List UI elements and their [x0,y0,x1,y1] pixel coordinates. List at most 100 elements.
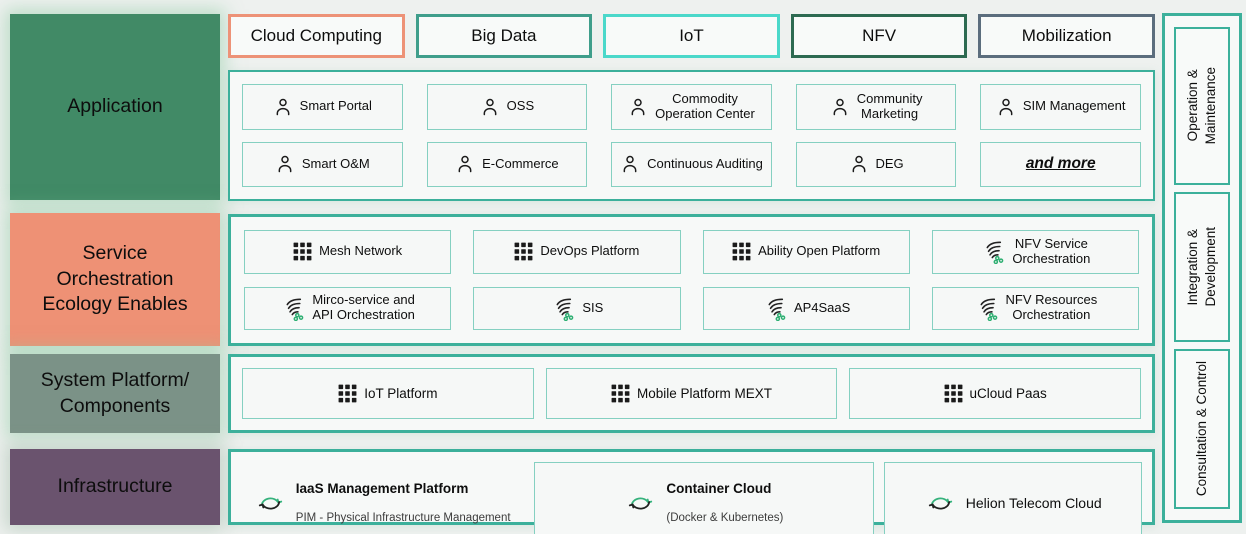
svc-item-ability-open-platform: Ability Open Platform [702,230,910,274]
app-item-oss: OSS [426,84,588,130]
flow-icon [974,296,999,321]
sys-item-mobile-platform-mext: Mobile Platform MEXT [545,368,838,419]
service-orchestration-container: Mesh Network DevOps Platform Ability Ope… [228,214,1155,346]
infra-item-title: Container Cloud [666,480,772,496]
app-item-and-more: and more [980,141,1141,187]
app-item-e-commerce: E-Commerce [426,141,588,187]
application-container: Smart Portal OSS Commodity Operation Cen… [228,70,1155,201]
app-item-label: Community Marketing [856,90,923,121]
person-icon [849,154,869,174]
sys-item-label: Mobile Platform MEXT [636,385,773,401]
sys-item-label: uCloud Paas [969,385,1047,401]
svc-item-microservice-api-orchestration: Mirco-service and API Orchestration [244,286,452,330]
svc-item-nfv-resources-orchestration: NFV Resources Orchestration [931,286,1139,330]
sidebar-item-label: Integration & Development [1184,227,1218,307]
infra-item-title: Helion Telecom Cloud [965,494,1102,511]
svc-item-label: SIS [582,299,604,315]
sys-item-ucloud-paas: uCloud Paas [849,368,1141,419]
app-item-label: OSS [506,98,535,114]
app-item-continuous-auditing: Continuous Auditing [611,141,772,187]
svc-item-sis: SIS [473,286,681,330]
flow-icon [280,296,305,321]
left-block-infrastructure: Infrastructure [10,449,220,525]
sidebar-item-label: Consultation & Control [1193,361,1209,497]
grid-icon [338,384,357,403]
app-item-label: Smart O&M [301,155,370,171]
infra-item-helion-telecom-cloud: Helion Telecom Cloud [884,462,1142,534]
chip-label: NFV [862,26,897,45]
chip-mobilization: Mobilization [978,14,1155,58]
chip-label: Mobilization [1021,26,1112,45]
person-icon [628,97,648,117]
person-icon [480,97,500,117]
svc-item-label: Mirco-service and API Orchestration [312,292,415,323]
person-icon [996,97,1016,117]
person-icon [830,97,850,117]
cloud-sync-icon [925,492,956,515]
app-item-deg: DEG [795,141,957,187]
svc-item-label: NFV Service Orchestration [1012,235,1091,266]
left-block-application: Application [10,14,220,200]
svc-item-label: DevOps Platform [540,243,640,259]
lifecycle-sidebar: Operation & Maintenance Integration & De… [1162,13,1242,523]
app-item-label: E-Commerce [482,155,559,171]
person-icon [273,97,293,117]
flow-icon [980,239,1005,264]
app-item-label: Commodity Operation Center [655,90,755,121]
svc-item-label: Mesh Network [319,243,403,259]
sidebar-item-label: Operation & Maintenance [1184,67,1218,145]
infra-item-container-cloud: Container Cloud (Docker & Kubernetes) [534,462,875,534]
chip-label: Cloud Computing [250,26,382,45]
grid-icon [944,384,963,403]
left-block-system-platform: System Platform/ Components [10,354,220,433]
person-icon [275,154,295,174]
app-item-smart-portal: Smart Portal [242,84,403,130]
chip-label: Big Data [471,26,537,45]
grid-icon [514,242,533,261]
svc-item-label: AP4SaaS [793,299,851,315]
infra-item-subtitle: PIM - Physical Infrastructure Management [295,512,511,525]
sidebar-item-integration-development: Integration & Development [1174,192,1230,342]
chip-cloud-computing: Cloud Computing [228,14,405,58]
app-item-commodity-operation-center: Commodity Operation Center [611,84,772,130]
chip-nfv: NFV [790,14,968,58]
app-item-label: and more [1025,155,1096,173]
svc-item-ap4saas: AP4SaaS [702,286,910,330]
grid-icon [293,242,312,261]
chip-label: IoT [679,26,704,45]
person-icon [455,154,475,174]
left-block-service-orchestration: Service Orchestration Ecology Enables [10,213,220,346]
app-item-label: SIM Management [1022,98,1126,114]
svc-item-devops-platform: DevOps Platform [473,230,681,274]
sidebar-item-operation-maintenance: Operation & Maintenance [1174,27,1230,185]
sys-item-label: IoT Platform [364,385,438,401]
grid-icon [732,242,751,261]
svc-item-label: NFV Resources Orchestration [1005,292,1098,323]
svc-item-mesh-network: Mesh Network [244,230,452,274]
svc-item-label: Ability Open Platform [758,243,881,259]
svc-item-nfv-service-orchestration: NFV Service Orchestration [931,230,1139,274]
app-item-sim-management: SIM Management [980,84,1141,130]
infrastructure-container: IaaS Management Platform PIM - Physical … [228,449,1155,534]
app-item-label: Smart Portal [299,98,372,114]
app-item-community-marketing: Community Marketing [795,84,957,130]
left-block-label: Infrastructure [57,475,173,498]
sidebar-item-consultation-control: Consultation & Control [1174,349,1230,509]
technology-chip-row: Cloud Computing Big Data IoT NFV Mobiliz… [228,14,1155,58]
infra-item-iaas-management: IaaS Management Platform PIM - Physical … [241,462,524,534]
chip-big-data: Big Data [415,14,593,58]
left-block-label: Application [67,95,163,118]
infra-item-subtitle: (Docker & Kubernetes) [666,512,784,525]
flow-icon [550,296,575,321]
left-block-label: Service Orchestration Ecology Enables [42,242,188,316]
app-item-label: Continuous Auditing [647,155,763,171]
system-platform-container: IoT Platform Mobile Platform MEXT uCloud… [228,354,1155,433]
person-icon [620,154,640,174]
infra-item-title: IaaS Management Platform [295,480,469,496]
flow-icon [762,296,787,321]
app-item-label: DEG [875,155,904,171]
cloud-sync-icon [625,492,656,515]
chip-iot: IoT [603,14,780,58]
left-block-label: System Platform/ Components [40,369,190,417]
